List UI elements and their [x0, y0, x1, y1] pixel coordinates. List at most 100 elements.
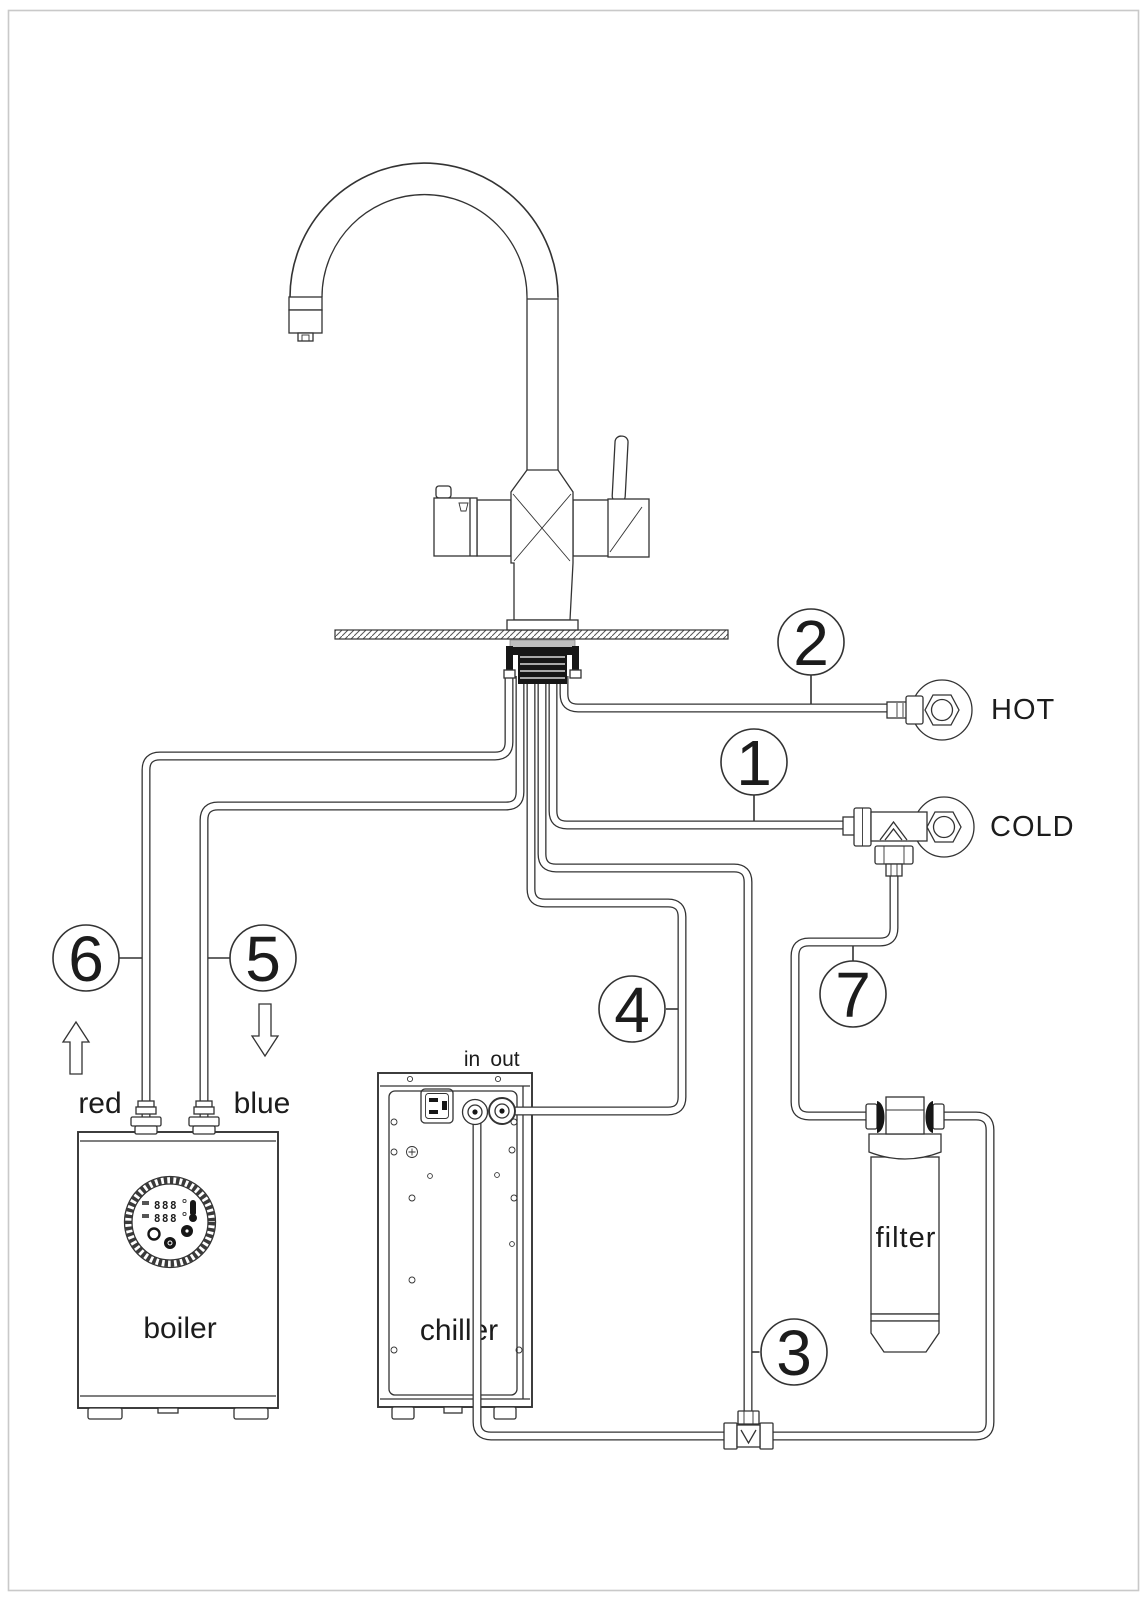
- cold-valve-stub: [885, 863, 903, 877]
- filter-unit: filter: [868, 1133, 942, 1353]
- faucet: [288, 162, 650, 631]
- boiler-display-label2: [142, 1214, 149, 1218]
- boiler-display-row1: 888: [154, 1199, 178, 1212]
- tap-mount-bolt-foot-left: [503, 669, 516, 679]
- hot-label: HOT: [991, 694, 1055, 726]
- boiler-display-label1: [142, 1201, 149, 1205]
- callout-5-number: 5: [245, 923, 281, 995]
- tap-mount-bolt-left: [506, 646, 513, 676]
- chiller-foot-center: [443, 1406, 463, 1414]
- callout-2-number: 2: [793, 607, 829, 679]
- boiler-display-unit1: [182, 1198, 187, 1204]
- filter-bottom: [870, 1320, 940, 1353]
- boiler-blue-fitting: [188, 1100, 220, 1135]
- filter-out-clip: [925, 1101, 933, 1133]
- callout-3-number: 3: [776, 1317, 812, 1389]
- cold-valve-chevron: [879, 820, 908, 841]
- faucet-cross-web: [512, 493, 572, 562]
- countertop-surface: [334, 629, 729, 640]
- hot-valve-center: [930, 698, 954, 722]
- boiler-thermometer-icon: [190, 1200, 196, 1216]
- boiler-label: boiler: [143, 1312, 216, 1345]
- faucet-spout-column: [526, 297, 559, 470]
- tap-mount-bolt-foot-right: [569, 669, 582, 679]
- chiller-foot-right: [493, 1406, 517, 1420]
- tee-junction: [723, 1410, 774, 1450]
- boiler-panel-lines: [80, 1140, 276, 1397]
- tee-body: [736, 1424, 761, 1448]
- tee-top-nut: [737, 1410, 760, 1425]
- faucet-spout-outer-arc: [289, 162, 559, 298]
- callout-6-number: 6: [68, 923, 104, 995]
- boiler-display-unit2: [182, 1211, 187, 1217]
- faucet-left-handle-button: [435, 485, 452, 499]
- boiler-unit: 888 888 boiler red blue: [77, 1087, 291, 1420]
- chiller-out-label: out: [490, 1048, 519, 1071]
- chiller-foot-left: [391, 1406, 415, 1420]
- faucet-left-arm: [476, 499, 512, 557]
- faucet-aerator-band: [288, 296, 323, 311]
- tee-left-nut: [723, 1422, 738, 1450]
- cold-isolation-valve: [842, 796, 975, 877]
- faucet-body-column: [510, 469, 574, 621]
- flow-down-arrow-icon: [250, 1003, 280, 1058]
- boiler-dial-knurl: [125, 1177, 215, 1267]
- faucet-left-handle-mark: [458, 502, 469, 512]
- hot-isolation-valve: [886, 679, 973, 741]
- pipe-red-boiler-out: [141, 676, 514, 1121]
- boiler-display-row2: 888: [154, 1212, 178, 1225]
- tap-mount-bolt-right: [572, 646, 579, 676]
- filter-body: [870, 1156, 940, 1315]
- pipe-filtered-feed: [537, 676, 753, 1414]
- faucet-spout-tip: [288, 309, 323, 334]
- cold-valve-connector: [842, 816, 856, 836]
- boiler-foot-left: [87, 1407, 123, 1420]
- boiler-box: [77, 1131, 279, 1409]
- red-label: red: [78, 1087, 121, 1120]
- blue-label: blue: [234, 1087, 291, 1120]
- power-inlet-pin2: [429, 1110, 438, 1114]
- callout-4: 4: [598, 974, 678, 1046]
- cold-valve-nut-bottom: [874, 845, 914, 865]
- tap-mount-nut-ribs: [520, 656, 565, 679]
- boiler-dial: 888 888: [123, 1175, 217, 1269]
- faucet-base-flange: [506, 619, 579, 631]
- callout-7-number: 7: [835, 959, 871, 1031]
- pipe-chilled-water: [512, 676, 687, 1116]
- chiller-power-inlet: [420, 1088, 454, 1124]
- pipe-cold-to-filter: [790, 875, 899, 1121]
- chiller-unit: in out chiller: [377, 1048, 533, 1420]
- chiller-in-port: [461, 1098, 489, 1126]
- boiler-foot-right: [233, 1407, 269, 1420]
- boiler-button-power-glyph: [167, 1240, 173, 1246]
- faucet-right-arm: [572, 499, 610, 557]
- faucet-right-handle: [607, 498, 650, 558]
- chiller-screws: [390, 1075, 523, 1354]
- filter-collar: [868, 1133, 942, 1160]
- filter-in-nut: [865, 1103, 878, 1130]
- chiller-out-port: [488, 1097, 516, 1125]
- filter-label: filter: [876, 1222, 937, 1254]
- faucet-lever: [611, 435, 629, 503]
- flow-arrows: [61, 1003, 280, 1075]
- pipe-hot-supply: [559, 676, 888, 713]
- filter-head-body: [885, 1096, 925, 1135]
- power-inlet-pin1: [429, 1098, 438, 1102]
- boiler-foot-center: [157, 1407, 179, 1414]
- pipe-filter-out: [770, 1111, 995, 1441]
- callout-1-number: 1: [736, 727, 772, 799]
- filter-head: [865, 1096, 945, 1135]
- chiller-panel-lines: [380, 1085, 530, 1400]
- pipes: [141, 676, 995, 1441]
- tee-right-nut: [759, 1422, 774, 1450]
- page-border: [7, 9, 1140, 1592]
- boiler-button-dark-dot: [185, 1229, 189, 1233]
- chiller-in-label: in: [464, 1048, 480, 1071]
- faucet-right-handle-line: [609, 506, 643, 553]
- filter-in-clip: [877, 1101, 885, 1133]
- pipe-cold-supply: [548, 676, 845, 830]
- callout-6: 6: [52, 923, 142, 995]
- power-inlet-inner: [425, 1093, 449, 1119]
